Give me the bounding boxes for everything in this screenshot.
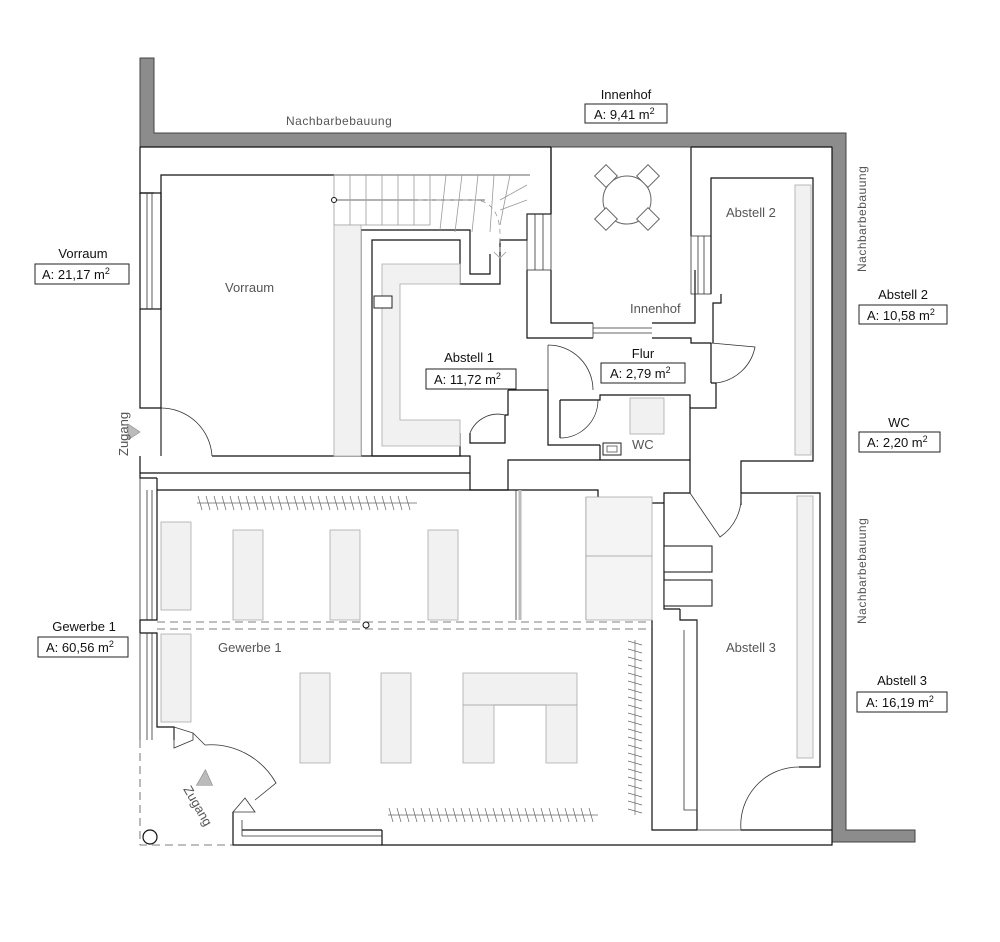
- neighbor-label-top: Nachbarbebauung: [286, 114, 392, 128]
- room-tag-abstell1: Abstell 1 A: 11,72 m2: [425, 350, 517, 390]
- abstell3-shelf: [796, 495, 814, 759]
- room-tag-gewerbe1: Gewerbe 1 A: 60,56 m2: [37, 619, 129, 658]
- staircase: [331, 174, 528, 259]
- room-tag-vorraum: Vorraum A: 21,17 m2: [34, 246, 130, 285]
- column: [142, 829, 158, 845]
- svg-text:WC: WC: [888, 415, 910, 430]
- abstell2-inside-label: Abstell 2: [726, 205, 776, 220]
- svg-text:Abstell 1: Abstell 1: [444, 350, 494, 365]
- entrance-arrow-lower: [195, 769, 214, 786]
- svg-text:Vorraum: Vorraum: [58, 246, 107, 261]
- svg-text:A: 9,41 m2: A: 9,41 m2: [594, 106, 655, 122]
- courtyard-table: [593, 163, 661, 232]
- gewerbe1-inside-label: Gewerbe 1: [218, 640, 282, 655]
- entrance-arrow-upper: [127, 423, 141, 441]
- neighbor-wall: [139, 57, 916, 843]
- zugang-label-lower: Zugang: [180, 783, 215, 829]
- svg-text:A: 16,19 m2: A: 16,19 m2: [866, 694, 934, 710]
- svg-text:A: 2,79 m2: A: 2,79 m2: [610, 365, 671, 381]
- room-tag-wc: WC A: 2,20 m2: [858, 415, 941, 453]
- gewerbe-furniture: [160, 521, 578, 764]
- zugang-label-upper: Zugang: [116, 412, 131, 456]
- svg-text:A: 2,20 m2: A: 2,20 m2: [867, 434, 928, 450]
- svg-text:A: 11,72 m2: A: 11,72 m2: [434, 371, 501, 387]
- svg-text:Innenhof: Innenhof: [601, 87, 652, 102]
- wc-inside-label: WC: [632, 437, 654, 452]
- room-tag-flur: Flur A: 2,79 m2: [600, 346, 686, 384]
- svg-text:A: 10,58 m2: A: 10,58 m2: [867, 307, 935, 323]
- wc-sink: [629, 397, 665, 435]
- svg-text:A: 21,17 m2: A: 21,17 m2: [42, 266, 110, 282]
- abstell1-shelf: [381, 263, 461, 447]
- svg-text:Gewerbe 1: Gewerbe 1: [52, 619, 116, 634]
- abstell3-inside-label: Abstell 3: [726, 640, 776, 655]
- svg-text:Flur: Flur: [632, 346, 655, 361]
- neighbor-label-right-upper: Nachbarbebauung: [855, 166, 869, 272]
- room-tag-innenhof: Innenhof A: 9,41 m2: [584, 87, 668, 124]
- svg-text:A: 60,56 m2: A: 60,56 m2: [46, 639, 114, 655]
- room-tag-abstell2: Abstell 2 A: 10,58 m2: [858, 287, 948, 325]
- neighbor-label-right-lower: Nachbarbebauung: [855, 518, 869, 624]
- room-tag-abstell3: Abstell 3 A: 16,19 m2: [856, 673, 948, 713]
- vorraum-shelf: [333, 224, 362, 457]
- abstell2-shelf: [794, 184, 812, 456]
- doors: [160, 342, 800, 831]
- svg-text:Abstell 2: Abstell 2: [878, 287, 928, 302]
- svg-text:Abstell 3: Abstell 3: [877, 673, 927, 688]
- innenhof-inside-label: Innenhof: [630, 301, 681, 316]
- vorraum-inside-label: Vorraum: [225, 280, 274, 295]
- canopy-outline: [139, 740, 233, 846]
